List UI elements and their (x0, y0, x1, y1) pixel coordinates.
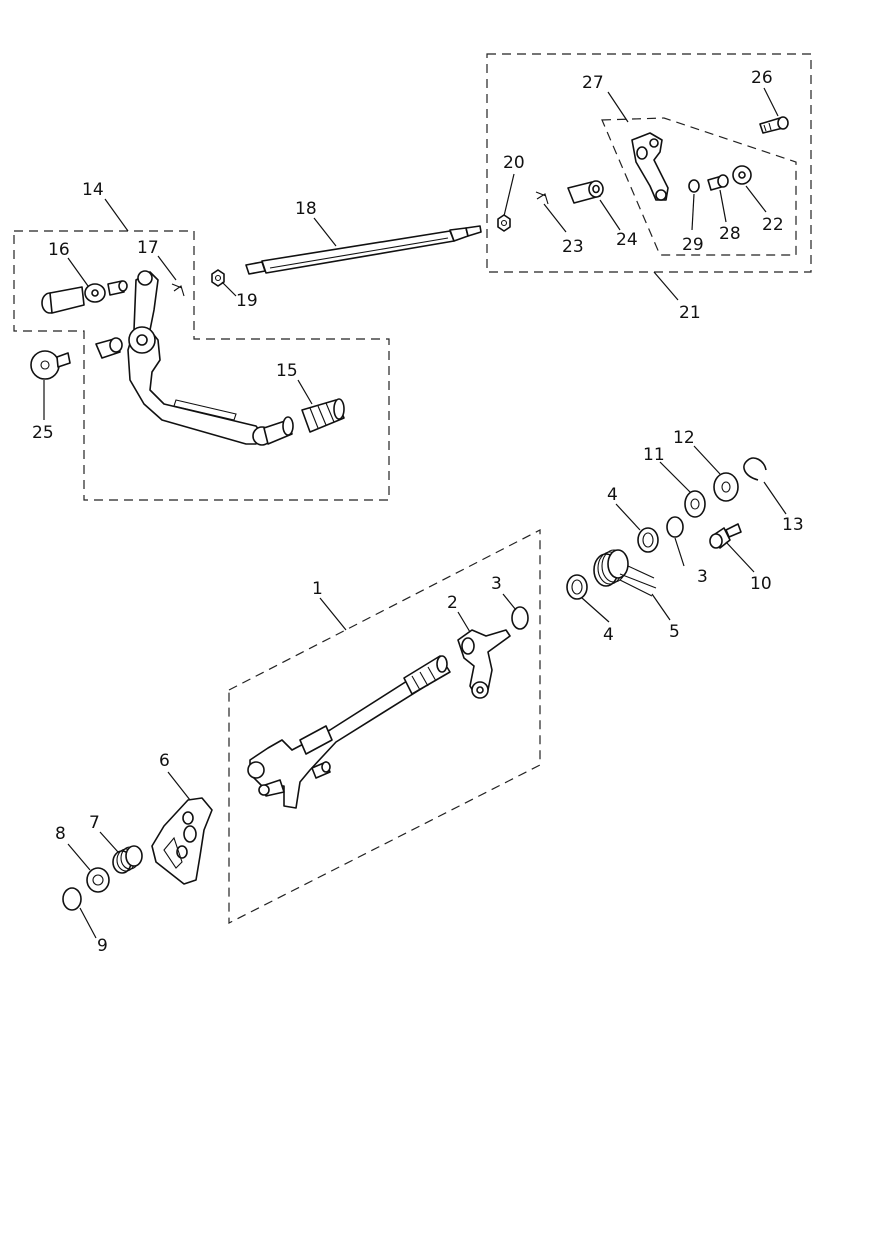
parts (30, 116, 789, 911)
group-1-outline (228, 529, 541, 924)
callout-17: 17 (137, 238, 159, 258)
callout-26: 26 (751, 68, 773, 88)
linkage-arm-27 (631, 132, 669, 201)
callout-4-upper: 4 (607, 485, 618, 505)
clip-23 (535, 191, 549, 205)
circlip-9 (62, 887, 82, 911)
callout-7: 7 (89, 813, 100, 833)
callout-11: 11 (643, 445, 665, 465)
callout-23: 23 (562, 237, 584, 257)
washer-29 (688, 179, 700, 193)
callout-12: 12 (673, 428, 695, 448)
leader-lines (43, 87, 787, 939)
callout-1: 1 (312, 579, 323, 599)
callout-27: 27 (582, 73, 604, 93)
callout-20: 20 (503, 153, 525, 173)
callout-29: 29 (682, 235, 704, 255)
callout-14: 14 (82, 180, 104, 200)
pivot-stud-16 (41, 280, 128, 314)
nut-19 (211, 269, 225, 287)
callout-4-lower: 4 (603, 625, 614, 645)
callout-15: 15 (276, 361, 298, 381)
group-27-outline (601, 117, 797, 256)
group-21-outline (486, 53, 812, 273)
bolt-26 (759, 116, 789, 134)
circlip-13 (743, 457, 767, 481)
callout-3-upper: 3 (491, 574, 502, 594)
rubber-15 (301, 398, 345, 433)
callout-19: 19 (236, 291, 258, 311)
selector-shaft (247, 655, 451, 809)
sleeve-24 (567, 180, 604, 204)
bolt-28 (707, 174, 729, 191)
callout-18: 18 (295, 199, 317, 219)
gear-pedal (127, 270, 294, 446)
callout-10: 10 (750, 574, 772, 594)
group-outlines (13, 53, 812, 924)
circlip-3a (511, 606, 529, 630)
group-14-outline (13, 230, 390, 501)
pivot-bolt-25 (30, 337, 123, 380)
washer-11 (684, 490, 706, 518)
return-spring-5 (593, 549, 657, 597)
callout-22: 22 (762, 215, 784, 235)
callout-8: 8 (55, 824, 66, 844)
callout-25: 25 (32, 423, 54, 443)
callout-13: 13 (782, 515, 804, 535)
washer-4b (566, 574, 588, 600)
guide-plate-6 (151, 797, 213, 885)
callout-16: 16 (48, 240, 70, 260)
selector-pawl-2 (457, 629, 511, 699)
clip-17 (171, 283, 185, 297)
callout-9: 9 (97, 936, 108, 956)
circlip-3b (666, 516, 684, 538)
shift-rod (245, 225, 482, 275)
washer-8 (86, 867, 110, 893)
stopper-bolt-10 (709, 523, 742, 549)
callout-28: 28 (719, 224, 741, 244)
callout-21: 21 (679, 303, 701, 323)
callout-labels: 1 2 3 3 4 4 5 6 7 8 9 10 11 12 13 14 15 … (32, 68, 804, 956)
callout-3-lower: 3 (697, 567, 708, 587)
washer-12 (713, 472, 739, 502)
callout-24: 24 (616, 230, 638, 250)
washer-4a (637, 527, 659, 553)
callout-5: 5 (669, 622, 680, 642)
callout-6: 6 (159, 751, 170, 771)
spring-7 (112, 845, 143, 874)
nut-20 (497, 214, 511, 232)
callout-2: 2 (447, 593, 458, 613)
